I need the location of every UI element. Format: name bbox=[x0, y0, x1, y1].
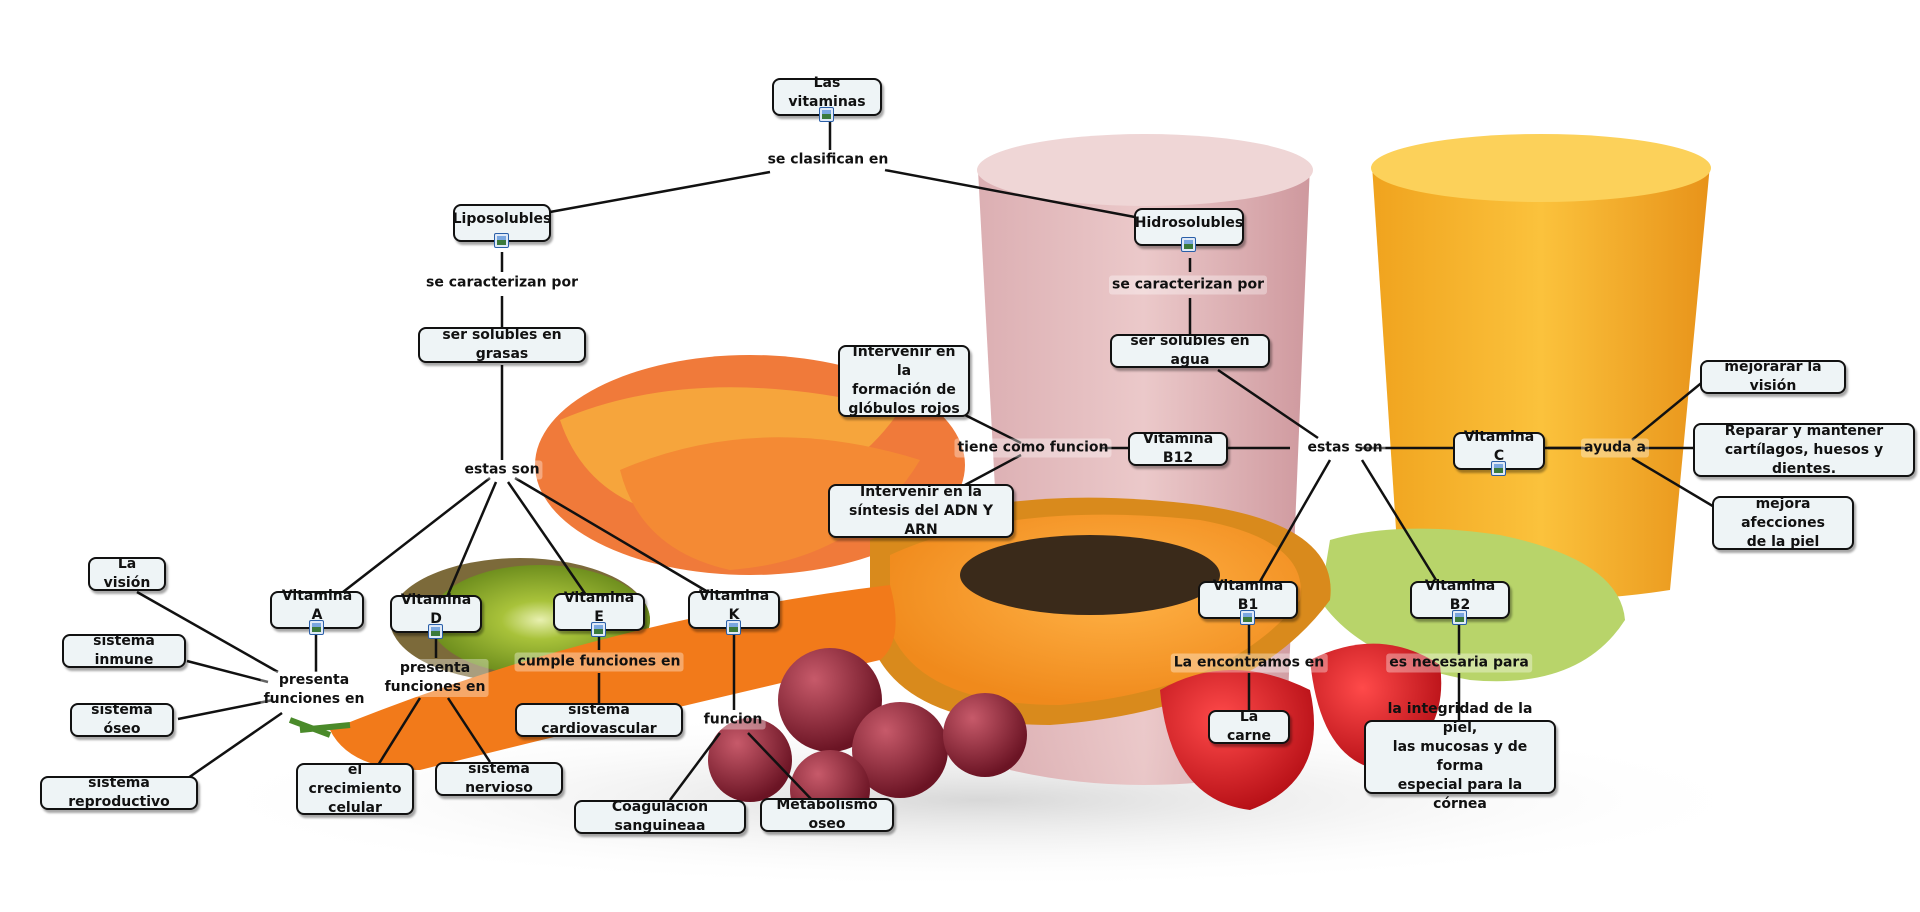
concept-las-vitaminas[interactable]: Las vitaminas bbox=[772, 75, 882, 122]
concept-label: sistema cardiovascular bbox=[541, 702, 657, 737]
link-se-caracterizan-por-hidro: se caracterizan por bbox=[1109, 275, 1267, 295]
link-estas-son-hidro: estas son bbox=[1304, 438, 1386, 458]
link-es-necesaria-para: es necesaria para bbox=[1386, 653, 1532, 673]
concept-label: Vitamina D bbox=[400, 592, 472, 627]
concept-liposolubles[interactable]: Liposolubles bbox=[452, 204, 552, 248]
concept-label: Vitamina B2 bbox=[1424, 578, 1496, 613]
concept-label: Liposolubles bbox=[452, 210, 552, 227]
link-estas-son-lipo: estas son bbox=[461, 460, 543, 480]
concept-label: ser solubles en agua bbox=[1130, 333, 1250, 368]
concept-label: sistema reproductivo bbox=[68, 775, 170, 810]
image-attachment-icon[interactable] bbox=[591, 622, 606, 637]
concept-label: Hidrosolubles bbox=[1134, 214, 1244, 231]
concept-sistema-oseo[interactable]: sistema óseo bbox=[70, 702, 174, 737]
concept-crecimiento-celular[interactable]: el crecimiento celular bbox=[296, 761, 414, 816]
concept-vitamina-a[interactable]: Vitamina A bbox=[270, 588, 364, 635]
image-attachment-icon[interactable] bbox=[1491, 461, 1506, 476]
concept-vitamina-b2[interactable]: Vitamina B2 bbox=[1410, 578, 1510, 625]
concept-reparar-cartilagos[interactable]: Reparar y mantener cartílagos, huesos y … bbox=[1693, 423, 1915, 477]
concept-label: ser solubles en grasas bbox=[442, 327, 562, 362]
concept-hidrosolubles[interactable]: Hidrosolubles bbox=[1134, 208, 1244, 252]
concept-sintesis-adn[interactable]: Intervenir en la síntesis del ADN Y ARN bbox=[828, 484, 1014, 538]
image-attachment-icon[interactable] bbox=[1181, 237, 1196, 252]
concept-label: La visión bbox=[103, 556, 151, 591]
concept-label: sistema óseo bbox=[91, 702, 153, 737]
link-tiene-como-funcion: tiene como funcion bbox=[954, 438, 1112, 458]
image-attachment-icon[interactable] bbox=[726, 620, 741, 635]
concept-vitamina-b1[interactable]: Vitamina B1 bbox=[1198, 578, 1298, 625]
concept-metabolismo-oseo[interactable]: Metabolismo oseo bbox=[760, 797, 894, 832]
link-ayuda-a: ayuda a bbox=[1581, 438, 1649, 458]
concept-mejorar-vision[interactable]: mejorarar la visión bbox=[1700, 359, 1846, 394]
link-se-caracterizan-por-lipo: se caracterizan por bbox=[423, 273, 581, 293]
link-presenta-funciones-a: presenta funciones en bbox=[260, 671, 368, 709]
image-attachment-icon[interactable] bbox=[428, 624, 443, 639]
image-attachment-icon[interactable] bbox=[494, 233, 509, 248]
concept-sistema-inmune[interactable]: sistema inmune bbox=[62, 633, 186, 668]
concept-integridad-piel[interactable]: la integridad de la piel, las mucosas y … bbox=[1364, 701, 1556, 812]
concept-label: Vitamina K bbox=[698, 588, 770, 623]
concept-label: Vitamina B1 bbox=[1212, 578, 1284, 613]
image-attachment-icon[interactable] bbox=[309, 620, 324, 635]
concept-label: la integridad de la piel, las mucosas y … bbox=[1387, 701, 1533, 812]
concept-vitamina-e[interactable]: Vitamina E bbox=[553, 590, 645, 637]
concept-vitamina-d[interactable]: Vitamina D bbox=[390, 592, 482, 639]
concept-label: Vitamina B12 bbox=[1142, 431, 1214, 466]
concept-sistema-reproductivo[interactable]: sistema reproductivo bbox=[40, 775, 198, 810]
concept-label: Las vitaminas bbox=[788, 75, 866, 110]
concept-label: mejora afecciones de la piel bbox=[1741, 495, 1825, 550]
concept-la-vision[interactable]: La visión bbox=[88, 556, 166, 591]
concept-vitamina-k[interactable]: Vitamina K bbox=[688, 588, 780, 635]
image-attachment-icon[interactable] bbox=[1240, 610, 1255, 625]
concept-vitamina-c[interactable]: Vitamina C bbox=[1453, 429, 1545, 476]
concept-globulos-rojos[interactable]: Intervenir en la formación de glóbulos r… bbox=[838, 344, 970, 417]
concept-label: mejorarar la visión bbox=[1724, 359, 1822, 394]
concept-la-carne[interactable]: La carne bbox=[1208, 709, 1290, 744]
concept-vitamina-b12[interactable]: Vitamina B12 bbox=[1128, 431, 1228, 466]
concept-label: Vitamina E bbox=[563, 590, 635, 625]
concept-label: Vitamina C bbox=[1463, 429, 1535, 464]
concept-label: Reparar y mantener cartílagos, huesos y … bbox=[1724, 422, 1884, 477]
link-la-encontramos-en: La encontramos en bbox=[1170, 653, 1328, 673]
concept-label: Intervenir en la formación de glóbulos r… bbox=[848, 344, 960, 417]
concept-label: Vitamina A bbox=[281, 588, 353, 623]
concept-coagulacion[interactable]: Coagulacion sanguineaa bbox=[574, 799, 746, 834]
link-se-clasifican-en: se clasifican en bbox=[764, 150, 892, 170]
concept-label: Intervenir en la síntesis del ADN Y ARN bbox=[849, 483, 993, 538]
link-presenta-funciones-d: presenta funciones en bbox=[381, 659, 489, 697]
concept-solubles-agua[interactable]: ser solubles en agua bbox=[1110, 333, 1270, 368]
concept-label: Coagulacion sanguineaa bbox=[611, 799, 709, 834]
concept-sistema-cardiovascular[interactable]: sistema cardiovascular bbox=[515, 702, 683, 737]
concept-label: La carne bbox=[1226, 709, 1272, 744]
concept-label: Metabolismo oseo bbox=[776, 797, 878, 832]
link-cumple-funciones-en: cumple funciones en bbox=[514, 652, 684, 672]
concept-afecciones-piel[interactable]: mejora afecciones de la piel bbox=[1712, 496, 1854, 550]
concept-solubles-grasas[interactable]: ser solubles en grasas bbox=[418, 327, 586, 363]
link-funcion: funcion bbox=[700, 710, 766, 730]
concept-sistema-nervioso[interactable]: sistema nervioso bbox=[435, 761, 563, 796]
image-attachment-icon[interactable] bbox=[819, 107, 834, 122]
concept-label: sistema nervioso bbox=[465, 761, 533, 796]
concept-label: sistema inmune bbox=[93, 633, 155, 668]
image-attachment-icon[interactable] bbox=[1452, 610, 1467, 625]
concept-label: el crecimiento celular bbox=[308, 761, 402, 816]
